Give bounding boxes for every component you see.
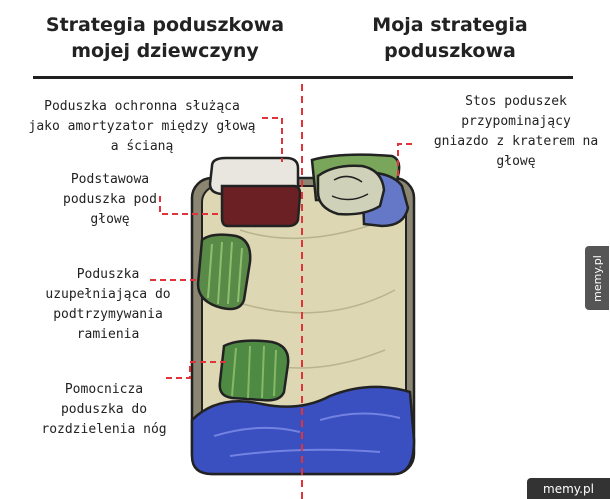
nest-crater-pillow <box>316 164 386 216</box>
guide-protective <box>262 117 283 162</box>
my-title-line: Moja strategia <box>372 14 528 36</box>
shoulder-pillow <box>196 233 252 311</box>
title-divider <box>33 76 573 79</box>
label-line: rozdzielenia nóg <box>41 422 167 437</box>
label-line: głowę <box>496 154 536 169</box>
base-pillow-label: Podstawowa poduszka pod głowę <box>40 170 180 230</box>
label-line: ramienia <box>76 327 140 342</box>
girlfriend-title-line: Strategia poduszkowa <box>45 14 285 36</box>
label-line: poduszka do <box>60 402 148 417</box>
protective-pillow-label: Poduszka ochronna służąca jako amortyzat… <box>22 97 262 157</box>
leg-pillow <box>218 339 290 402</box>
label-line: przypominający <box>461 114 571 129</box>
leg-pillow-stripes <box>231 345 277 399</box>
label-line: gniazdo z kraterem na <box>433 134 599 149</box>
pillow-nest-label: Stos poduszek przypominający gniazdo z k… <box>422 92 610 172</box>
label-line: jako amortyzator między głową <box>28 119 256 134</box>
label-line: podtrzymywania <box>53 307 163 322</box>
corner-watermark[interactable]: memy.pl <box>527 478 610 499</box>
guide-nest <box>397 143 412 176</box>
nest-crater-folds <box>331 175 369 201</box>
label-line: a ścianą <box>110 139 174 154</box>
label-line: głowę <box>90 212 130 227</box>
guide-leg <box>166 361 226 379</box>
label-line: Pomocnicza <box>64 382 144 397</box>
label-line: uzupełniająca do <box>45 287 171 302</box>
guide-base <box>159 196 222 215</box>
blanket <box>190 385 416 476</box>
my-strategy-title: Moja strategia poduszkowa <box>330 12 570 64</box>
corner-watermark-text: memy.pl <box>543 481 594 496</box>
label-line: Stos poduszek <box>465 94 567 109</box>
shoulder-pillow-stripes <box>207 241 243 305</box>
label-line: Poduszka <box>76 267 140 282</box>
label-line: poduszka pod <box>63 192 157 207</box>
label-line: Podstawowa <box>70 172 150 187</box>
side-watermark-text: memy.pl <box>590 254 604 302</box>
my-title-line: poduszkowa <box>384 40 516 62</box>
shoulder-pillow-label: Poduszka uzupełniająca do podtrzymywania… <box>30 265 186 345</box>
girlfriend-strategy-title: Strategia poduszkowa mojej dziewczyny <box>30 12 300 64</box>
leg-pillow-label: Pomocnicza poduszka do rozdzielenia nóg <box>30 380 178 440</box>
label-line: Poduszka ochronna służąca <box>44 99 240 114</box>
base-pillow <box>220 184 302 228</box>
girlfriend-title-line: mojej dziewczyny <box>71 40 259 62</box>
side-watermark[interactable]: memy.pl <box>585 246 609 310</box>
